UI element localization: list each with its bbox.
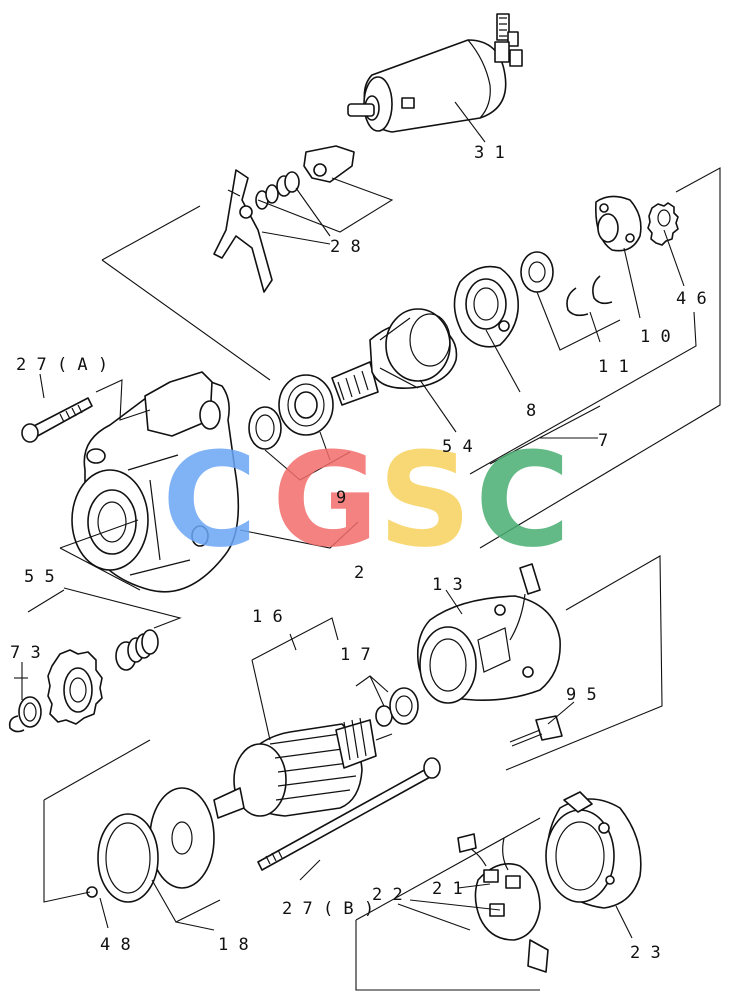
snap-ring-part-73 bbox=[8, 696, 42, 733]
bolt-part-27a bbox=[21, 397, 93, 443]
callout-10: 1 0 bbox=[640, 327, 671, 347]
brush-holder-part-21 bbox=[457, 833, 549, 973]
pinion-part-55 bbox=[47, 649, 103, 725]
rear-cover-part-23 bbox=[545, 791, 642, 909]
callout-11: 1 1 bbox=[598, 357, 629, 377]
callout-7: 7 bbox=[598, 431, 608, 451]
callout-73: 7 3 bbox=[10, 643, 41, 663]
callout-labels: 3 1 2 8 4 6 1 0 1 1 2 7 ( A ) 8 5 4 7 9 … bbox=[10, 143, 707, 963]
watermark-letter-c1: C bbox=[162, 424, 257, 576]
front-housing-part-2 bbox=[71, 371, 240, 593]
solenoid-part-31 bbox=[347, 13, 523, 133]
washer-part-11 bbox=[520, 251, 613, 317]
callout-48: 4 8 bbox=[100, 935, 131, 955]
callout-22: 2 2 bbox=[372, 885, 403, 905]
armature-part-16 bbox=[213, 717, 393, 819]
callout-17: 1 7 bbox=[340, 645, 371, 665]
callout-21: 2 1 bbox=[432, 879, 463, 899]
lever-assembly-part-28 bbox=[213, 145, 355, 293]
shaft-part-54 bbox=[331, 308, 458, 406]
gear-carrier-part-8 bbox=[453, 265, 519, 348]
bearing-part-9 bbox=[248, 374, 334, 450]
leader-lines bbox=[14, 101, 721, 991]
callout-95: 9 5 bbox=[566, 685, 597, 705]
watermark-letter-s: S bbox=[378, 424, 472, 576]
yoke-part-13 bbox=[416, 563, 561, 704]
callout-8: 8 bbox=[526, 401, 536, 421]
callout-2: 2 bbox=[354, 563, 364, 583]
seal-part-18 bbox=[97, 787, 215, 903]
callout-23: 2 3 bbox=[630, 943, 661, 963]
bearing-part-17 bbox=[375, 687, 419, 727]
callout-18: 1 8 bbox=[218, 935, 249, 955]
callout-13: 1 3 bbox=[432, 575, 463, 595]
callout-46: 4 6 bbox=[676, 289, 707, 309]
spring-part-55 bbox=[115, 629, 159, 671]
callout-28: 2 8 bbox=[330, 237, 361, 257]
callout-16: 1 6 bbox=[252, 607, 283, 627]
through-bolt-part-27b bbox=[257, 757, 441, 871]
planet-gear-part-46 bbox=[647, 202, 679, 246]
planet-carrier-part-10 bbox=[595, 195, 642, 252]
o-ring-part-48 bbox=[86, 886, 98, 898]
watermark-letter-c2: C bbox=[475, 424, 570, 576]
callout-31: 3 1 bbox=[474, 143, 505, 163]
callout-9: 9 bbox=[336, 488, 346, 508]
watermark-letter-g: G bbox=[272, 424, 379, 576]
watermark: C G S C bbox=[162, 424, 570, 576]
callout-55: 5 5 bbox=[24, 567, 55, 587]
callout-54: 5 4 bbox=[442, 437, 473, 457]
callout-27a: 2 7 ( A ) bbox=[16, 355, 108, 375]
brush-part-95 bbox=[509, 715, 563, 747]
callout-27b: 2 7 ( B ) bbox=[282, 899, 374, 919]
